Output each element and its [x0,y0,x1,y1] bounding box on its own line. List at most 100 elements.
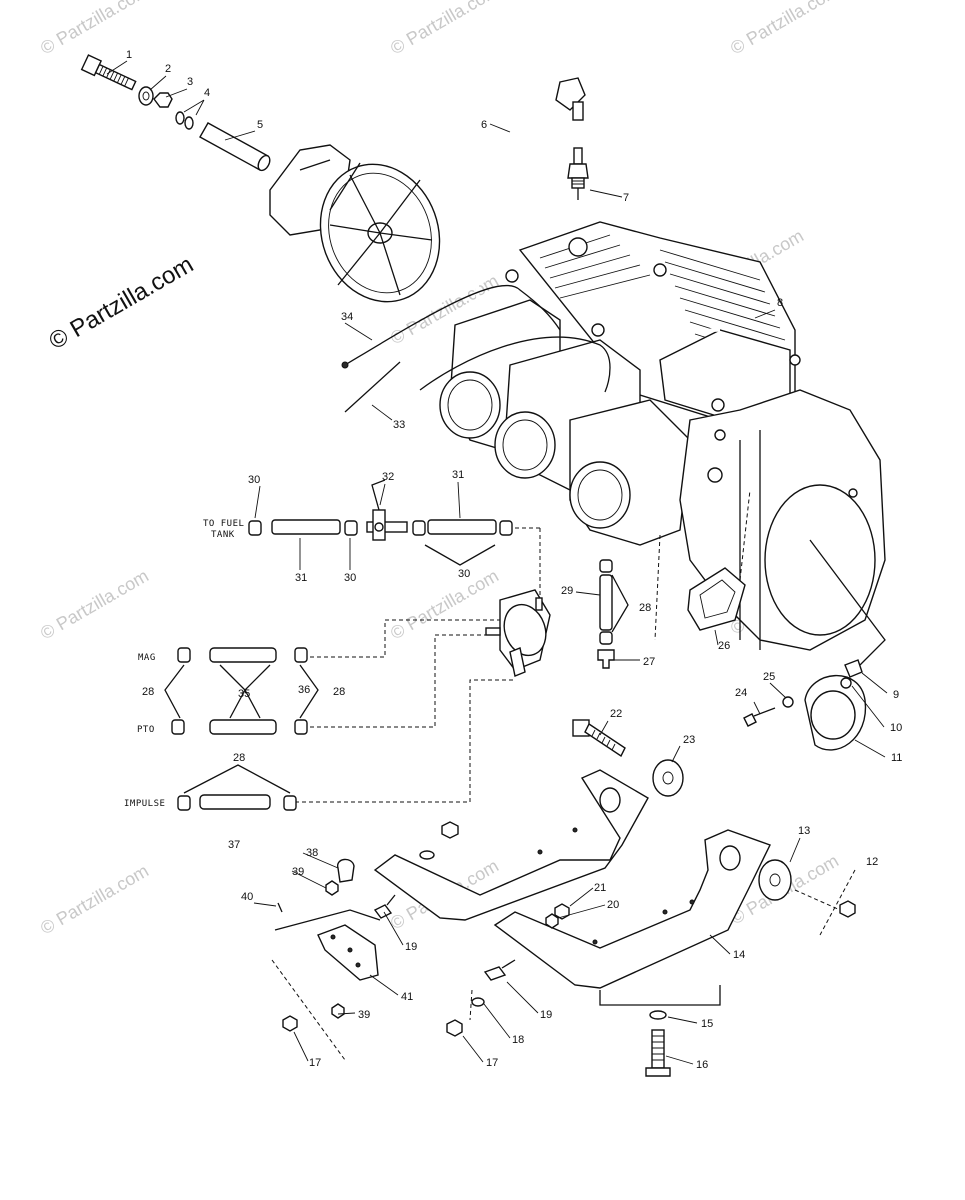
watermark: © Partzilla.com [37,860,152,938]
leader-lines [106,60,888,1065]
callout-39: 39 [292,866,304,878]
callout-2: 2 [165,63,171,75]
callout-30: 30 [248,474,260,486]
nut-17b [282,1015,298,1032]
spark-plug-assembly [474,77,589,301]
drive-clutch-assembly [80,54,441,303]
fuel-lines: TO FUEL TANK MAG [124,479,551,811]
callout-6: 6 [481,119,487,131]
nut-12 [839,900,856,918]
washer-18 [471,997,485,1007]
callout-28-mag: 28 [142,686,154,698]
hose-35 [209,719,277,735]
clamp-28 [283,795,297,811]
rubber-23 [652,759,684,797]
clamp-28 [294,719,308,735]
callout-34: 34 [341,311,353,323]
callout-11: 11 [891,752,902,764]
callout-20: 20 [607,899,619,911]
callout-39b: 39 [358,1009,370,1021]
hose-35 [209,647,277,663]
callout-35: 35 [238,688,250,700]
nut-17 [446,1019,463,1037]
callout-27: 27 [643,656,655,668]
callout-12: 12 [866,856,878,868]
callouts: 1 2 3 4 5 6 7 8 9 10 11 12 13 14 15 16 1… [126,49,902,1071]
callout-17b: 17 [309,1057,321,1069]
impulse-label: IMPULSE [124,799,165,809]
starter-cover-assembly [743,539,886,751]
washer-25 [782,696,794,708]
engine [341,221,886,651]
watermark: © Partzilla.com [727,0,842,58]
callout-16: 16 [696,1059,708,1071]
drive-clutch [269,144,441,303]
nut-39 [325,880,339,896]
callout-10: 10 [890,722,902,734]
mag-label: MAG [138,653,156,663]
oring-4a [175,111,185,125]
clamp-30 [412,520,426,536]
watermark: © Partzilla.com [387,565,502,643]
callout-40: 40 [241,891,253,903]
hose-31 [271,519,341,535]
callout-31b: 31 [452,469,464,481]
hose-31 [427,519,497,535]
bracket-41 [317,924,379,981]
callout-3: 3 [187,76,193,88]
mounts [373,719,856,1077]
callout-28: 28 [639,602,651,614]
fuel-pump [485,589,551,677]
callout-25: 25 [763,671,775,683]
nut-39b [331,1003,345,1019]
nut-3 [153,92,173,108]
rubber-13 [758,859,792,901]
main-watermark: © Partzilla.com [45,251,199,355]
oring-4b [184,116,194,130]
nut-upper [441,821,459,839]
nut-20 [545,913,559,929]
watermark: © Partzilla.com [37,0,152,58]
callout-17: 17 [486,1057,498,1069]
bracket-14 [493,829,771,989]
stud-19 [483,959,516,981]
callout-18: 18 [512,1034,524,1046]
callout-32: 32 [382,471,394,483]
callout-36: 36 [298,684,310,696]
bushing-9 [844,659,863,678]
to-fuel-tank-label: TO FUEL [203,519,244,529]
gasket-26 [687,567,746,631]
grommet-38 [337,858,355,883]
pto-label: PTO [137,725,155,735]
clamp-30 [248,520,262,536]
clamp-28 [171,719,185,735]
callout-8: 8 [777,297,783,309]
plug-cap [572,101,584,121]
callout-22: 22 [610,708,622,720]
callout-19: 19 [540,1009,552,1021]
bolt-1 [80,54,137,91]
callout-30c: 30 [458,568,470,580]
bracket-41-assembly [271,858,381,1061]
hose-37 [199,794,271,810]
fuel-valve-32 [366,479,408,541]
callout-41: 41 [401,991,413,1003]
bolt-22 [572,719,626,758]
callout-29: 29 [561,585,573,597]
callout-19b: 19 [405,941,417,953]
callout-26: 26 [718,640,730,652]
washer-10 [840,677,852,689]
callout-14: 14 [733,949,745,961]
watermark: © Partzilla.com [37,565,152,643]
clamp-30 [344,520,358,536]
clamp-28 [294,647,308,663]
callout-13: 13 [798,825,810,837]
clamp-30 [499,520,513,536]
callout-28-impulse: 28 [233,752,245,764]
callout-24: 24 [735,687,747,699]
clamp-28 [177,795,191,811]
watermark: © Partzilla.com [387,0,502,58]
clamp-28 [177,647,191,663]
recoil-housing [764,484,876,636]
